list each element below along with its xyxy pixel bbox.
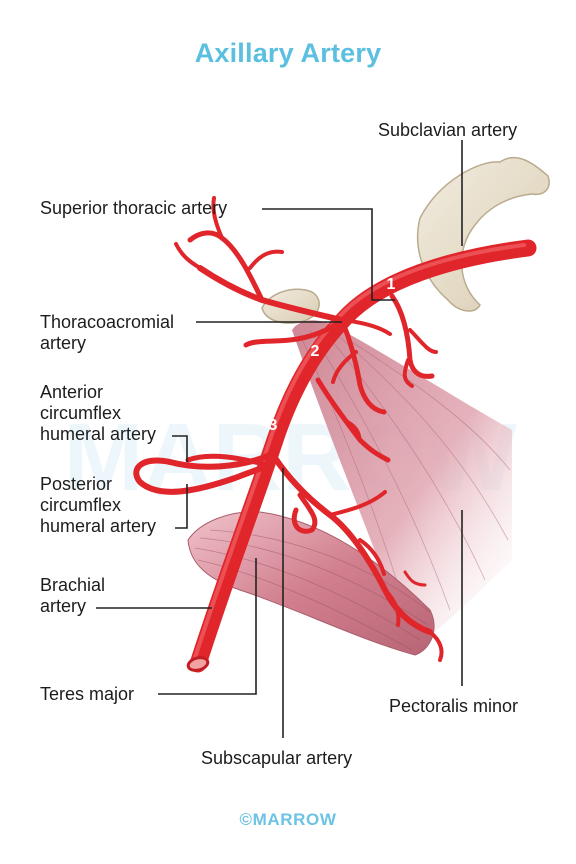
label-superior-thoracic-artery: Superior thoracic artery: [40, 198, 228, 218]
label-brachial-line-2: artery: [40, 596, 87, 616]
part-number-3: 3: [269, 417, 278, 434]
circumflex-humeral-loop: [133, 452, 275, 495]
label-posterior-circumflex-humeral-artery: Posterior circumflex humeral artery: [40, 474, 156, 537]
label-anterior-circumflex-humeral-artery: Anterior circumflex humeral artery: [40, 382, 156, 445]
brachial-artery-cut-end: [186, 656, 210, 672]
label-posterior-line-2: circumflex: [40, 495, 122, 515]
label-anterior-line-1: Anterior: [40, 382, 104, 402]
label-anterior-line-3: humeral artery: [40, 424, 157, 444]
label-subscapular-artery: Subscapular artery: [201, 748, 353, 768]
label-posterior-line-3: humeral artery: [40, 516, 157, 536]
leader-teres-major: [158, 558, 257, 695]
artery-tree: [133, 196, 537, 673]
main-artery-trunk: [189, 239, 537, 673]
label-brachial-line-1: Brachial: [40, 575, 106, 595]
label-subclavian-artery: Subclavian artery: [378, 120, 518, 140]
label-thoracoacromial-line-2: artery: [40, 333, 87, 353]
label-thoracoacromial-line-1: Thoracoacromial: [40, 312, 175, 332]
diagram-title: Axillary Artery: [194, 38, 382, 68]
label-posterior-line-1: Posterior: [40, 474, 113, 494]
part-number-1: 1: [387, 276, 396, 293]
label-thoracoacromial-artery: Thoracoacromial artery: [40, 312, 174, 354]
label-brachial-artery: Brachial artery: [40, 575, 105, 617]
label-pectoralis-minor: Pectoralis minor: [389, 696, 519, 716]
scapula-bone: [261, 156, 550, 324]
leader-lines: [96, 140, 463, 738]
leader-posterior-circumflex: [175, 484, 188, 529]
leader-anterior-circumflex: [172, 435, 188, 462]
label-teres-major: Teres major: [40, 684, 135, 704]
leader-superior-thoracic: [262, 208, 395, 301]
footer-logo: ©MARROW: [239, 810, 337, 829]
label-anterior-line-2: circumflex: [40, 403, 122, 423]
part-number-2: 2: [311, 343, 320, 360]
subscapular-branch: [272, 455, 433, 635]
